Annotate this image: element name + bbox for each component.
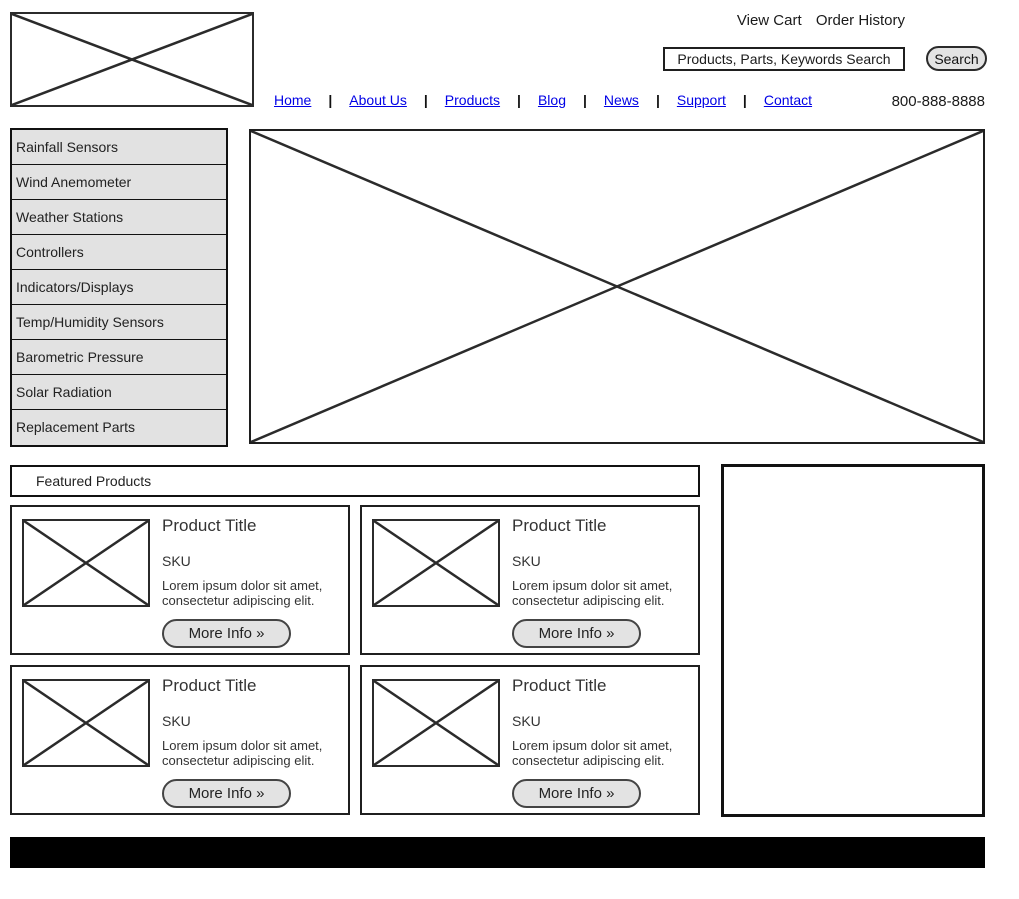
logo-image-placeholder[interactable] bbox=[10, 12, 254, 107]
more-info-button[interactable]: More Info » bbox=[162, 779, 291, 808]
product-title: Product Title bbox=[512, 516, 607, 535]
sidebar-item-solar-radiation[interactable]: Solar Radiation bbox=[12, 375, 226, 410]
featured-products-heading: Featured Products bbox=[10, 465, 700, 497]
product-description: Lorem ipsum dolor sit amet, consectetur … bbox=[162, 578, 323, 608]
nav-separator: | bbox=[655, 92, 660, 108]
placeholder-x-icon bbox=[251, 131, 983, 442]
hero-image-placeholder bbox=[249, 129, 985, 444]
sidebar-item-wind-anemometer[interactable]: Wind Anemometer bbox=[12, 165, 226, 200]
nav-link-products[interactable]: Products bbox=[444, 92, 501, 108]
product-sku: SKU bbox=[162, 553, 191, 569]
category-menu: Rainfall Sensors Wind Anemometer Weather… bbox=[10, 128, 228, 447]
more-info-button[interactable]: More Info » bbox=[162, 619, 291, 648]
nav-separator: | bbox=[423, 92, 428, 108]
product-card: Product Title SKU Lorem ipsum dolor sit … bbox=[360, 505, 700, 655]
nav-separator: | bbox=[328, 92, 333, 108]
phone-number: 800-888-8888 bbox=[891, 93, 985, 110]
sidebar-item-weather-stations[interactable]: Weather Stations bbox=[12, 200, 226, 235]
order-history-link[interactable]: Order History bbox=[815, 12, 905, 29]
right-sidebar-panel bbox=[721, 464, 985, 817]
search-input[interactable] bbox=[663, 47, 905, 71]
placeholder-x-icon bbox=[12, 14, 252, 105]
nav-link-home[interactable]: Home bbox=[274, 92, 312, 108]
product-thumbnail-placeholder[interactable] bbox=[22, 679, 150, 767]
product-sku: SKU bbox=[512, 713, 541, 729]
main-nav: Home | About Us | Products | Blog | News… bbox=[274, 92, 812, 108]
sidebar-item-rainfall-sensors[interactable]: Rainfall Sensors bbox=[12, 130, 226, 165]
sidebar-item-replacement-parts[interactable]: Replacement Parts bbox=[12, 410, 226, 445]
placeholder-x-icon bbox=[374, 681, 498, 765]
nav-separator: | bbox=[517, 92, 521, 108]
placeholder-x-icon bbox=[374, 521, 498, 605]
sidebar-item-temp-humidity-sensors[interactable]: Temp/Humidity Sensors bbox=[12, 305, 226, 340]
product-card: Product Title SKU Lorem ipsum dolor sit … bbox=[10, 665, 350, 815]
nav-link-support[interactable]: Support bbox=[676, 92, 726, 108]
sidebar-item-barometric-pressure[interactable]: Barometric Pressure bbox=[12, 340, 226, 375]
more-info-button[interactable]: More Info » bbox=[512, 619, 641, 648]
product-thumbnail-placeholder[interactable] bbox=[372, 519, 500, 607]
product-sku: SKU bbox=[162, 713, 191, 729]
product-title: Product Title bbox=[512, 676, 607, 695]
product-description: Lorem ipsum dolor sit amet, consectetur … bbox=[162, 738, 323, 768]
placeholder-x-icon bbox=[24, 521, 148, 605]
account-links: View Cart Order History bbox=[0, 12, 905, 29]
product-sku: SKU bbox=[512, 553, 541, 569]
view-cart-link[interactable]: View Cart bbox=[736, 12, 802, 29]
nav-link-blog[interactable]: Blog bbox=[537, 92, 566, 108]
product-card: Product Title SKU Lorem ipsum dolor sit … bbox=[360, 665, 700, 815]
product-thumbnail-placeholder[interactable] bbox=[372, 679, 500, 767]
sidebar-item-controllers[interactable]: Controllers bbox=[12, 235, 226, 270]
nav-link-news[interactable]: News bbox=[603, 92, 639, 108]
nav-separator: | bbox=[583, 92, 587, 108]
product-thumbnail-placeholder[interactable] bbox=[22, 519, 150, 607]
nav-link-about-us[interactable]: About Us bbox=[349, 92, 407, 108]
footer-bar bbox=[10, 837, 985, 868]
product-description: Lorem ipsum dolor sit amet, consectetur … bbox=[512, 578, 673, 608]
product-card: Product Title SKU Lorem ipsum dolor sit … bbox=[10, 505, 350, 655]
product-title: Product Title bbox=[162, 516, 257, 535]
product-title: Product Title bbox=[162, 676, 257, 695]
product-description: Lorem ipsum dolor sit amet, consectetur … bbox=[512, 738, 673, 768]
more-info-button[interactable]: More Info » bbox=[512, 779, 641, 808]
nav-separator: | bbox=[742, 92, 747, 108]
sidebar-item-indicators-displays[interactable]: Indicators/Displays bbox=[12, 270, 226, 305]
search-button[interactable]: Search bbox=[926, 46, 987, 71]
placeholder-x-icon bbox=[24, 681, 148, 765]
nav-link-contact[interactable]: Contact bbox=[763, 92, 813, 108]
